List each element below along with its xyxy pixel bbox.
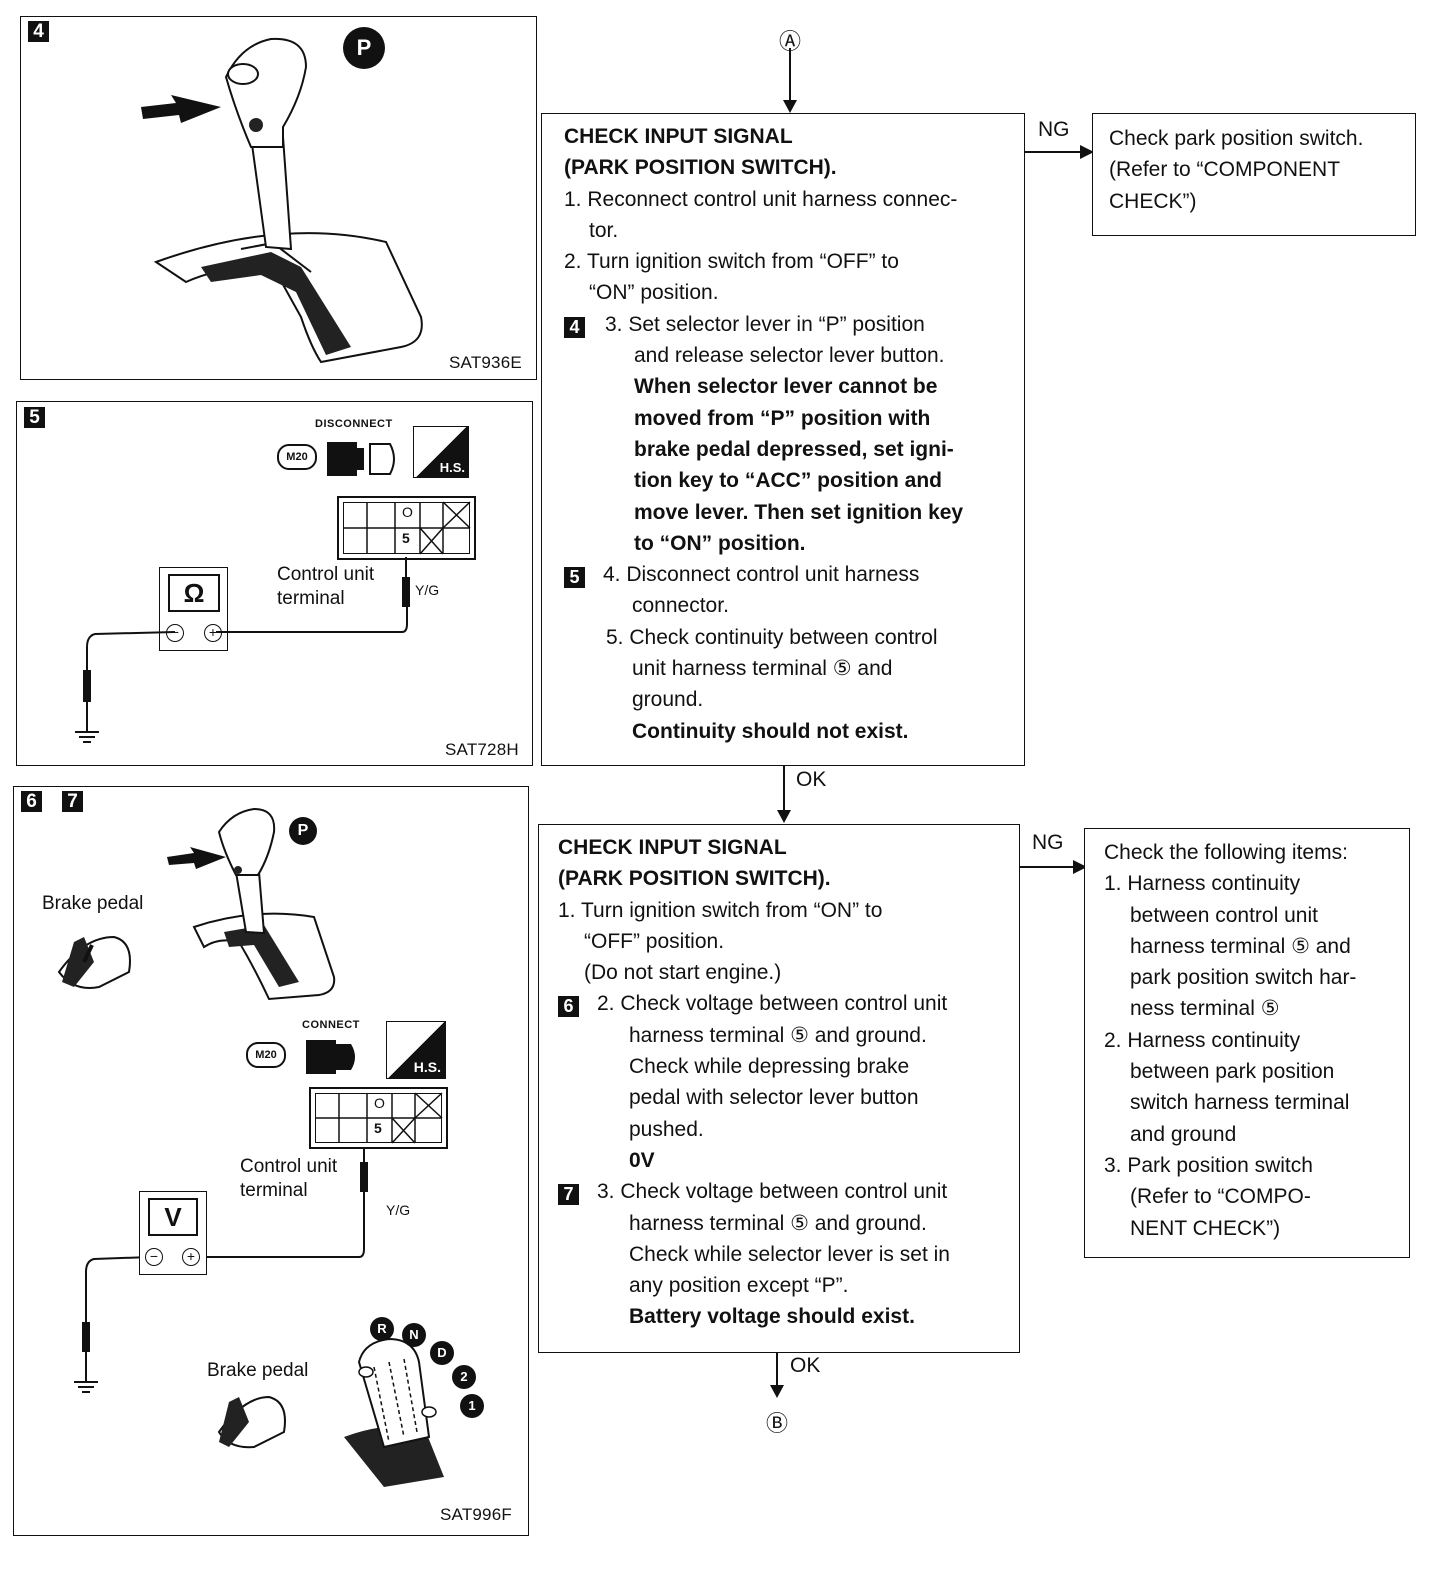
figure-4-ref-tag: 4	[564, 316, 585, 338]
check-input-signal-box-2: CHECK INPUT SIGNAL (PARK POSITION SWITCH…	[538, 824, 1020, 1353]
ng-result-box-1: Check park position switch. (Refer to “C…	[1092, 113, 1416, 236]
gear-badge-n: N	[402, 1323, 426, 1347]
control-unit-terminal-label-2: terminal	[277, 588, 345, 609]
gear-badge-2: 2	[452, 1365, 476, 1389]
box3-heading-1: CHECK INPUT SIGNAL	[558, 836, 787, 859]
terminal-5-label: 5	[402, 530, 410, 546]
harness-side-icon: H.S.	[413, 426, 469, 478]
box1-heading-2: (PARK POSITION SWITCH).	[564, 156, 837, 180]
volt-display: V	[148, 1198, 198, 1236]
ok-label-1: OK	[796, 768, 827, 791]
figure-7-number: 7	[62, 791, 83, 812]
box1-step5: 5. Check continuity between control	[606, 625, 938, 649]
figure-6-7-code: SAT996F	[440, 1505, 512, 1524]
hs-label-2: H.S.	[413, 1059, 441, 1075]
connector-id-badge: M20	[277, 444, 317, 470]
figure-5-panel: 5 DISCONNECT M20 H.S. O 5 Control unit t…	[16, 401, 533, 766]
hs-label: H.S.	[439, 460, 465, 475]
park-badge: P	[343, 27, 385, 69]
flow-marker-a: Ⓐ	[779, 29, 802, 54]
box1-step4: 4. Disconnect control unit harness	[603, 563, 920, 587]
figure-4-number: 4	[28, 21, 49, 42]
ng-label-2: NG	[1032, 831, 1064, 854]
ng-label-1: NG	[1038, 118, 1070, 141]
connect-label: CONNECT	[302, 1019, 360, 1031]
terminal-connector-grid: O 5	[337, 496, 476, 560]
box1-step1: 1. Reconnect control unit harness connec…	[564, 187, 958, 211]
box1-step3: 3. Set selector lever in “P” position	[605, 312, 925, 336]
harness-side-icon-2: H.S.	[386, 1021, 446, 1079]
figure-6-ref-tag: 6	[558, 996, 579, 1018]
control-unit-terminal-label-3: Control unit	[240, 1156, 338, 1177]
disconnected-connector-icon	[327, 442, 395, 476]
terminal-connector-grid-2: O 5	[309, 1087, 448, 1149]
ng-result-box-2: Check the following items: 1. Harness co…	[1084, 828, 1410, 1258]
figure-5-number: 5	[24, 407, 45, 428]
box3-step3: 3. Check voltage between control unit	[597, 1180, 948, 1204]
box1-heading-1: CHECK INPUT SIGNAL	[564, 125, 793, 148]
figure-7-ref-tag: 7	[558, 1184, 579, 1206]
gear-badge-r: R	[370, 1317, 394, 1341]
figure-4-code: SAT936E	[449, 353, 522, 372]
terminal-o-label-2: O	[374, 1095, 385, 1111]
ohmmeter: Ω − +	[159, 567, 228, 651]
figure-6-7-panel: 6 7 P Brake pedal CONNECT M20	[13, 786, 529, 1536]
probe-wiring	[75, 557, 410, 743]
ohm-display: Ω	[168, 574, 220, 612]
control-unit-terminal-label-4: terminal	[240, 1180, 308, 1201]
brake-pedal-label-1: Brake pedal	[42, 893, 144, 914]
selector-lever-illustration	[141, 37, 423, 364]
voltmeter: V − +	[139, 1191, 207, 1275]
brake-pedal-label-2: Brake pedal	[207, 1360, 309, 1381]
flow-marker-b: Ⓑ	[766, 1411, 789, 1436]
terminal-5-label-2: 5	[374, 1120, 382, 1136]
box3-heading-2: (PARK POSITION SWITCH).	[558, 867, 831, 891]
wire-color-label-2: Y/G	[386, 1202, 411, 1218]
box3-step2: 2. Check voltage between control unit	[597, 992, 948, 1016]
gear-badge-d: D	[430, 1341, 454, 1365]
gear-badge-1: 1	[460, 1394, 484, 1418]
plus-terminal-icon-2: +	[182, 1248, 200, 1266]
wire-color-label: Y/G	[415, 582, 440, 598]
disconnect-label: DISCONNECT	[315, 418, 393, 430]
ok-label-2: OK	[790, 1354, 821, 1377]
control-unit-terminal-label-1: Control unit	[277, 564, 375, 585]
terminal-o-label: O	[402, 504, 413, 520]
box3-step1: 1. Turn ignition switch from “ON” to	[558, 898, 883, 922]
figure-5-code: SAT728H	[445, 740, 519, 759]
connector-id-badge-2: M20	[246, 1042, 286, 1068]
minus-terminal-icon-2: −	[145, 1248, 163, 1266]
selector-lever-pressed-illustration	[57, 807, 444, 1487]
park-badge-2: P	[289, 817, 317, 845]
figure-4-panel: 4 P SAT936E	[20, 16, 537, 380]
box1-step2: 2. Turn ignition switch from “OFF” to	[564, 250, 899, 274]
check-input-signal-box-1: CHECK INPUT SIGNAL (PARK POSITION SWITCH…	[541, 113, 1025, 766]
figure-6-number: 6	[21, 791, 42, 812]
figure-5-ref-tag: 5	[564, 567, 585, 589]
connected-connector-icon	[306, 1040, 355, 1074]
